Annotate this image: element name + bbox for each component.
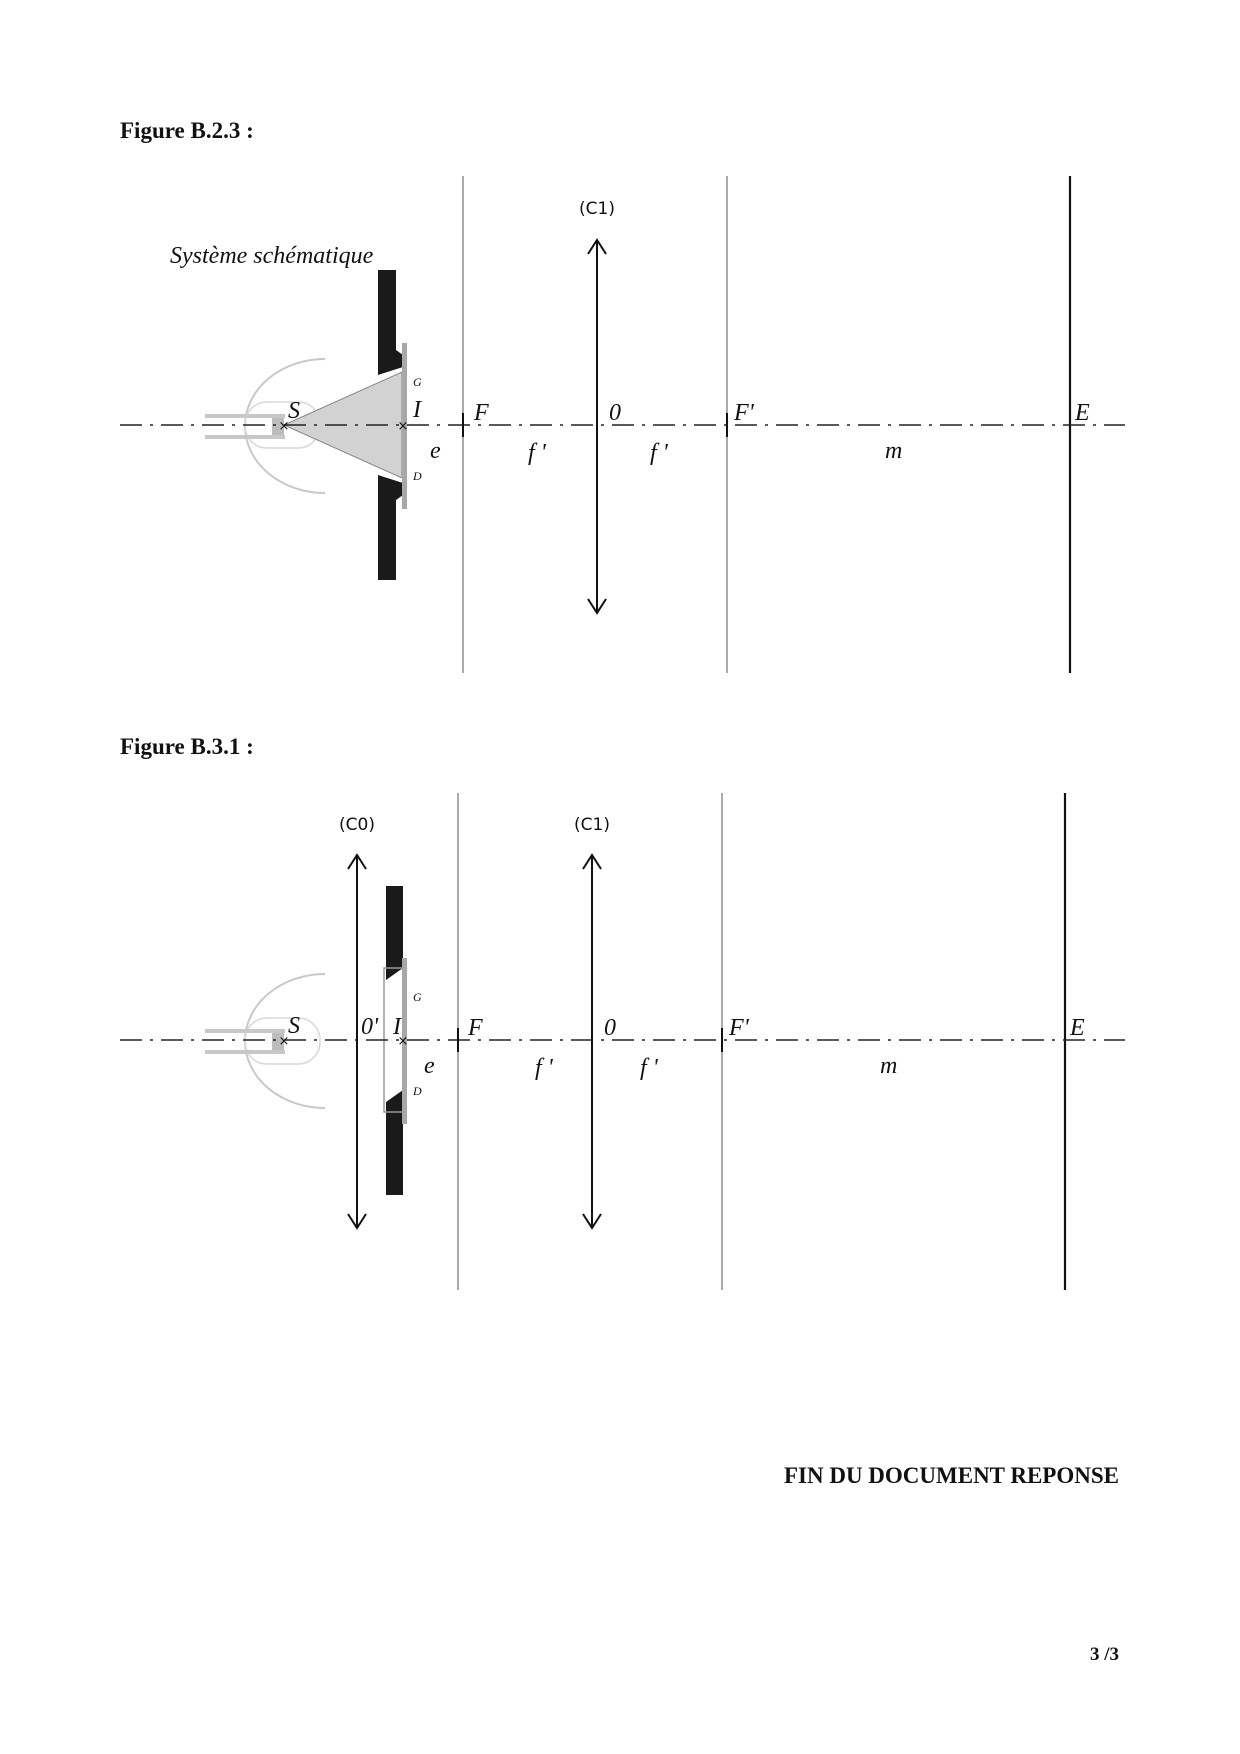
label-F: F bbox=[467, 1015, 483, 1041]
lens-c1-label: (C1) bbox=[579, 199, 615, 219]
label-F: F bbox=[473, 400, 489, 426]
slit-holder bbox=[402, 958, 407, 1124]
source-cross-marker: × bbox=[279, 419, 290, 434]
label-f-prime-left: f ' bbox=[535, 1055, 554, 1081]
label-D: D bbox=[412, 469, 422, 483]
lens-c0-arrow bbox=[347, 853, 367, 1230]
label-e: e bbox=[430, 438, 441, 464]
label-f-prime-right: f ' bbox=[640, 1055, 659, 1081]
label-E: E bbox=[1069, 1015, 1085, 1041]
lamp-icon bbox=[205, 973, 326, 1109]
diaphragm-top bbox=[386, 886, 403, 980]
diaphragm-bottom bbox=[386, 1090, 403, 1195]
label-I: I bbox=[412, 397, 422, 423]
label-Fp: F' bbox=[733, 400, 755, 426]
label-O-prime: 0' bbox=[361, 1014, 379, 1040]
page-number: 3 /3 bbox=[1089, 1644, 1119, 1665]
label-S: S bbox=[288, 1013, 300, 1039]
end-of-document-text: FIN DU DOCUMENT REPONSE bbox=[783, 1463, 1119, 1488]
label-G: G bbox=[413, 375, 422, 389]
label-O: 0 bbox=[604, 1015, 616, 1041]
source-cross-marker: × bbox=[279, 1034, 290, 1049]
label-f-prime-right: f ' bbox=[650, 440, 669, 466]
figure-b31-title: Figure B.3.1 : bbox=[120, 734, 254, 759]
label-O: 0 bbox=[609, 400, 621, 426]
lens-c1-arrow bbox=[582, 853, 602, 1230]
lens-c1-label: (C1) bbox=[574, 815, 610, 835]
system-caption: Système schématique bbox=[170, 243, 374, 269]
diaphragm-top bbox=[378, 270, 403, 375]
figure-b31-diagram: × × (C0) (C1) S 0' I G D F 0 F' E e f ' … bbox=[120, 793, 1125, 1290]
slit-cross-marker: × bbox=[398, 419, 409, 434]
lens-c0-label: (C0) bbox=[339, 815, 375, 835]
label-f-prime-left: f ' bbox=[528, 440, 547, 466]
label-m: m bbox=[880, 1053, 897, 1079]
slit-cross-marker: × bbox=[398, 1034, 409, 1049]
slit-holder bbox=[402, 343, 407, 509]
label-E: E bbox=[1074, 400, 1090, 426]
label-I: I bbox=[392, 1014, 402, 1040]
label-Fp: F' bbox=[728, 1015, 750, 1041]
figure-b23-title: Figure B.2.3 : bbox=[120, 118, 254, 143]
diaphragm-bottom bbox=[378, 475, 403, 580]
label-S: S bbox=[288, 398, 300, 424]
label-m: m bbox=[885, 438, 902, 464]
label-G: G bbox=[413, 990, 422, 1004]
figure-b23-diagram: × × (C1) Système schématique S I G D F 0… bbox=[120, 176, 1125, 673]
label-D: D bbox=[412, 1084, 422, 1098]
label-e: e bbox=[424, 1053, 435, 1079]
lens-c1-arrow bbox=[587, 238, 607, 615]
